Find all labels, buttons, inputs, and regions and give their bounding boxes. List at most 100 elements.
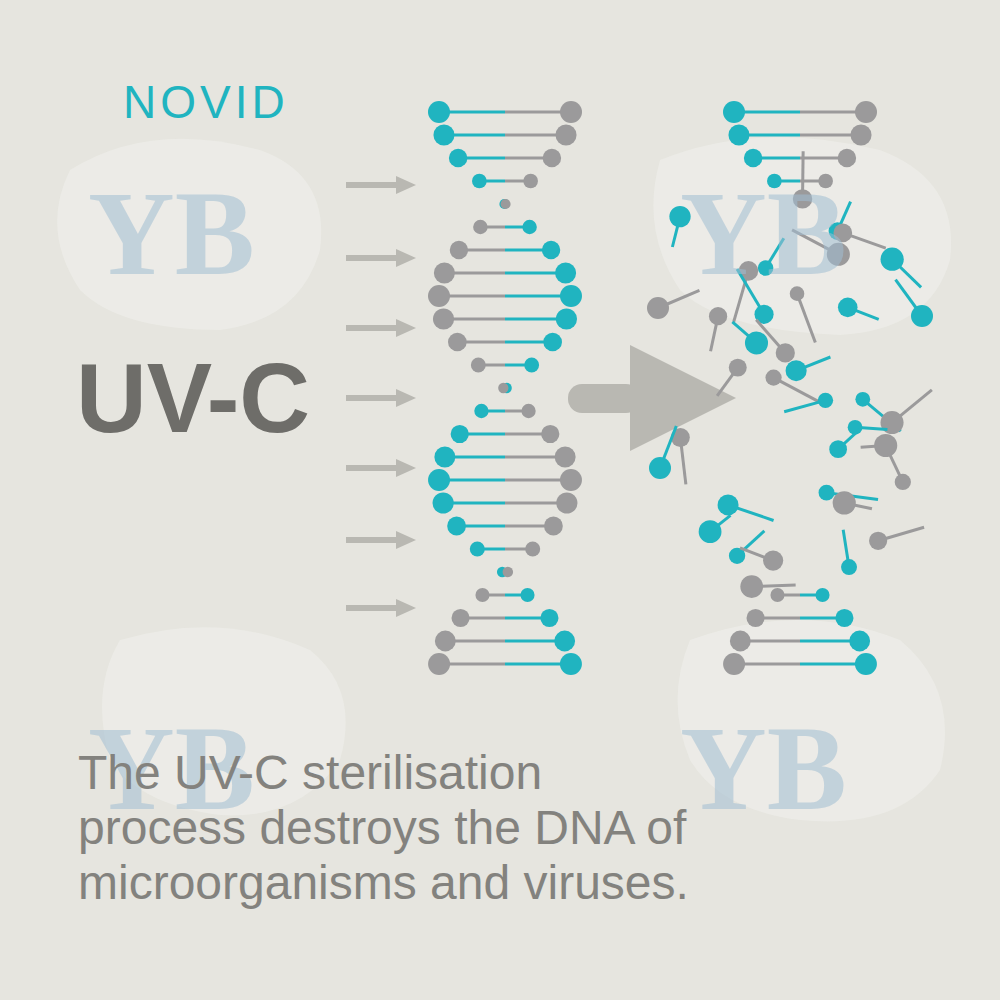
nucleotide [815, 588, 829, 602]
base-pair [449, 149, 561, 168]
nucleotide [838, 149, 857, 168]
nucleotide [763, 551, 783, 571]
ray-head [396, 459, 416, 477]
nucleotide [542, 241, 560, 259]
nucleotide [447, 517, 466, 536]
broken-fragment [838, 298, 879, 320]
nucleotide [833, 491, 856, 514]
nucleotide [522, 220, 536, 234]
nucleotide [555, 447, 576, 468]
nucleotide [723, 101, 745, 123]
broken-fragment [717, 359, 747, 396]
base-pair [723, 653, 877, 675]
nucleotide [709, 307, 727, 325]
nucleotide [435, 631, 456, 652]
base-pair [470, 541, 540, 556]
arrow-head [630, 345, 736, 451]
broken-fragment [869, 527, 924, 550]
base-pair [498, 383, 512, 393]
ray-shaft [346, 255, 398, 261]
broken-fragment [889, 452, 911, 490]
nucleotide [740, 575, 763, 598]
broken-fragment [790, 286, 816, 342]
base-pair [450, 241, 561, 259]
broken-fragment [718, 494, 774, 520]
nucleotide [747, 609, 765, 627]
nucleotide [881, 248, 904, 271]
nucleotide [520, 588, 534, 602]
nucleotide [503, 567, 514, 578]
nucleotide [498, 383, 508, 393]
nucleotide [786, 360, 807, 381]
nucleotide [818, 393, 833, 408]
base-pair [428, 285, 582, 307]
broken-fragment [861, 434, 898, 457]
ray-shaft [346, 395, 398, 401]
nucleotide [544, 517, 563, 536]
base-pair [473, 220, 537, 234]
nucleotide [647, 297, 669, 319]
base-pair [744, 149, 856, 168]
nucleotide [473, 220, 487, 234]
nucleotide [521, 404, 535, 418]
nucleotide [434, 447, 455, 468]
base-pair [435, 631, 575, 652]
broken-fragment [841, 530, 857, 575]
nucleotide [829, 440, 847, 458]
nucleotide [560, 653, 582, 675]
nucleotide [556, 492, 577, 513]
nucleotide [428, 285, 450, 307]
process-arrow [568, 345, 736, 451]
broken-fragment [848, 420, 888, 435]
base-pair [428, 653, 582, 675]
caption: The UV-C sterilisation process destroys … [78, 745, 718, 910]
nucleotide [525, 541, 540, 556]
base-pair [475, 588, 534, 602]
ray-shaft [346, 605, 398, 611]
brand-logo: NOVID [123, 79, 289, 125]
ray-shaft [346, 465, 398, 471]
nucleotide [471, 358, 486, 373]
nucleotide [555, 124, 576, 145]
ray-shaft [346, 537, 398, 543]
nucleotide [649, 457, 671, 479]
nucleotide [560, 469, 582, 491]
broken-fragment [829, 428, 862, 459]
broken-dna-helix [647, 101, 933, 675]
nucleotide [434, 262, 455, 283]
ray-head [396, 599, 416, 617]
watermark: YB [680, 709, 847, 829]
nucleotide [523, 174, 538, 189]
broken-fragment [756, 320, 795, 363]
nucleotide [554, 631, 575, 652]
base-pair [747, 609, 854, 627]
nucleotide [543, 149, 562, 168]
nucleotide [450, 241, 468, 259]
nucleotide [475, 588, 489, 602]
nucleotide [448, 333, 467, 352]
nucleotide [428, 469, 450, 491]
base-pair [472, 174, 538, 189]
nucleotide [449, 149, 468, 168]
ray-head [396, 319, 416, 337]
nucleotide [699, 520, 722, 543]
broken-fragment [740, 548, 783, 571]
broken-fragment [699, 515, 731, 543]
base-pair [497, 567, 513, 578]
nucleotide [556, 308, 577, 329]
nucleotide [540, 609, 558, 627]
base-pair [433, 308, 577, 329]
broken-fragment [709, 307, 727, 351]
nucleotide [501, 199, 511, 209]
nucleotide [541, 425, 559, 443]
nucleotide [452, 609, 470, 627]
ray-head [396, 176, 416, 194]
nucleotide [770, 588, 784, 602]
nucleotide [718, 494, 739, 515]
base-pair [434, 262, 576, 283]
nucleotide [428, 653, 450, 675]
nucleotide [560, 285, 582, 307]
uv-ray-arrows [346, 176, 416, 617]
broken-fragment [786, 357, 831, 381]
